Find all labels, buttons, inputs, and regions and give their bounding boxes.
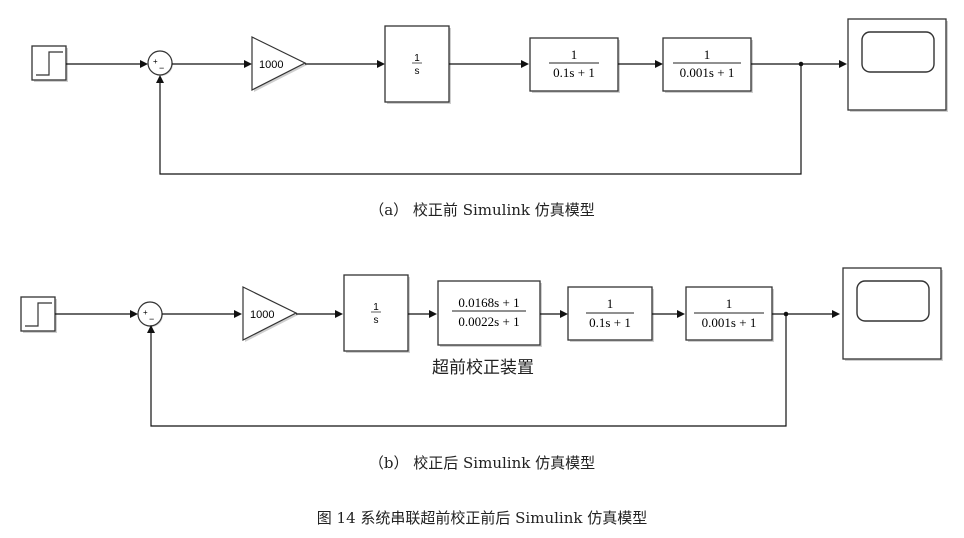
diagram-b: + − 1000 1 s 0.0168s + 1 0.0022s + 1 超前 xyxy=(20,267,943,472)
tf2-den: 0.001s + 1 xyxy=(702,315,757,330)
integrator-num: 1 xyxy=(414,53,420,64)
step-block-a[interactable] xyxy=(31,45,68,82)
plus-sign: + xyxy=(143,308,148,317)
transfer-fcn-2-a[interactable]: 1 0.001s + 1 xyxy=(662,37,753,93)
transfer-fcn-1-a[interactable]: 1 0.1s + 1 xyxy=(529,37,620,93)
transfer-fcn-2-b[interactable]: 1 0.001s + 1 xyxy=(685,286,774,342)
integrator-block-a[interactable]: 1 s xyxy=(384,25,451,104)
tf1-num: 1 xyxy=(607,296,614,311)
minus-sign: − xyxy=(159,63,164,73)
caption-a: （a） 校正前 Simulink 仿真模型 xyxy=(369,201,595,219)
step-icon xyxy=(25,302,52,327)
tf2-num: 1 xyxy=(726,296,733,311)
tf1-num: 1 xyxy=(571,47,578,62)
gain-block-a[interactable]: 1000 xyxy=(251,36,307,92)
integrator-den: s xyxy=(374,315,379,326)
integrator-block-b[interactable]: 1 s xyxy=(343,274,410,353)
feedback-wire-a xyxy=(159,64,802,175)
lead-den: 0.0022s + 1 xyxy=(458,314,519,329)
transfer-fcn-1-b[interactable]: 1 0.1s + 1 xyxy=(567,286,654,342)
scope-block-a[interactable] xyxy=(847,18,948,112)
tf1-den: 0.1s + 1 xyxy=(589,315,631,330)
tf2-den: 0.001s + 1 xyxy=(680,65,735,80)
scope-screen-icon xyxy=(861,31,935,73)
scope-screen-icon xyxy=(856,280,930,322)
lead-num: 0.0168s + 1 xyxy=(458,295,519,310)
step-icon xyxy=(36,51,63,76)
diagram-a: + − 1000 1 s 1 0.1 xyxy=(31,18,948,219)
figure-caption: 图 14 系统串联超前校正前后 Simulink 仿真模型 xyxy=(317,509,647,527)
scope-block-b[interactable] xyxy=(842,267,943,361)
caption-b: （b） 校正后 Simulink 仿真模型 xyxy=(369,454,595,472)
tf1-den: 0.1s + 1 xyxy=(553,65,595,80)
plus-sign: + xyxy=(153,57,158,66)
feedback-wire-b xyxy=(150,314,787,427)
gain-value: 1000 xyxy=(259,59,283,71)
sum-block-a[interactable]: + − xyxy=(147,50,173,76)
sum-block-b[interactable]: + − xyxy=(137,301,163,327)
minus-sign: − xyxy=(149,314,154,324)
lead-compensator-block[interactable]: 0.0168s + 1 0.0022s + 1 xyxy=(437,280,542,347)
integrator-num: 1 xyxy=(373,302,379,313)
tf2-num: 1 xyxy=(704,47,711,62)
step-block-b[interactable] xyxy=(20,296,57,333)
integrator-den: s xyxy=(415,66,420,77)
lead-compensator-label: 超前校正装置 xyxy=(432,358,534,378)
gain-block-b[interactable]: 1000 xyxy=(242,286,298,342)
gain-value: 1000 xyxy=(250,309,274,321)
